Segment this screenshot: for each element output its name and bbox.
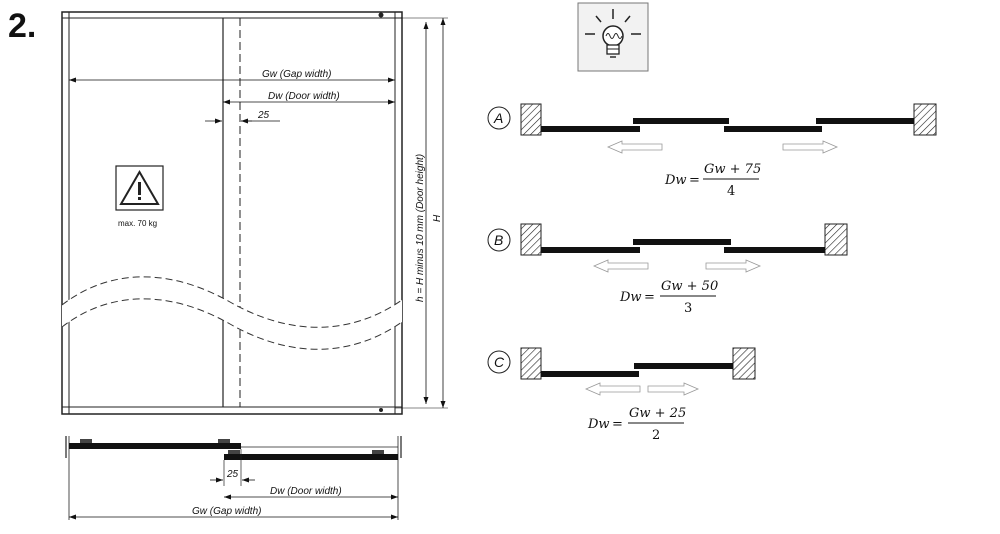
- screw-icon: [378, 12, 384, 18]
- arrow-right-icon: [647, 382, 700, 396]
- config-b-denominator: 3: [684, 301, 692, 316]
- wall-right-icon: [824, 223, 848, 256]
- config-a-lhs: Dw: [664, 173, 687, 188]
- wall-right-icon: [913, 103, 937, 136]
- config-c-letter: C: [494, 354, 505, 370]
- arrow-left-icon: [592, 259, 649, 273]
- arrow-right-icon: [782, 140, 839, 154]
- config-c-marker: [487, 350, 511, 374]
- door-width-label: Dw (Door width): [268, 91, 340, 102]
- height-label: H: [432, 214, 443, 222]
- config-c: C Dw = Gw + 25 2: [487, 347, 756, 443]
- svg-text:=: =: [644, 290, 655, 305]
- config-c-lhs: Dw: [587, 417, 610, 432]
- door-panel-rear: [69, 443, 241, 449]
- wall-right-icon: [732, 347, 756, 380]
- door-panel-front: [224, 454, 398, 460]
- config-a-numerator: Gw + 75: [704, 162, 761, 177]
- wall-left-icon: [520, 347, 542, 380]
- weight-limit: max. 70 kg: [118, 219, 157, 228]
- config-c-denominator: 2: [652, 428, 660, 443]
- warning-triangle-icon: [115, 165, 164, 211]
- config-a: A Dw = Gw + 75 4: [487, 103, 937, 199]
- config-a-marker: [487, 106, 511, 130]
- front-view: Gw (Gap width) Dw (Door width) 25 H h = …: [61, 11, 448, 415]
- config-b-numerator: Gw + 50: [661, 279, 718, 294]
- config-b-lhs: Dw: [619, 290, 642, 305]
- arrow-left-icon: [584, 382, 641, 396]
- svg-text:=: =: [689, 173, 700, 188]
- config-a-letter: A: [493, 110, 503, 126]
- svg-text:=: =: [612, 417, 623, 432]
- wall-left-icon: [520, 103, 542, 136]
- break-line-top: [61, 276, 403, 328]
- arrow-right-icon: [705, 259, 762, 273]
- wall-left-icon: [520, 223, 542, 256]
- config-b: B Dw = Gw + 50 3: [487, 223, 848, 316]
- overlap-label: 25: [257, 110, 270, 121]
- top-gap-width-label: Gw (Gap width): [192, 506, 261, 517]
- config-c-numerator: Gw + 25: [629, 406, 686, 421]
- arrow-left-icon: [606, 140, 663, 154]
- door-height-label: h = H minus 10 mm (Door height): [415, 154, 426, 302]
- top-door-width-label: Dw (Door width): [270, 486, 342, 497]
- gap-width-label: Gw (Gap width): [262, 69, 331, 80]
- config-b-marker: [487, 228, 511, 252]
- config-b-letter: B: [494, 232, 503, 248]
- step-number: 2.: [8, 7, 36, 45]
- config-a-denominator: 4: [727, 184, 735, 199]
- lightbulb-idea-icon: [577, 2, 649, 72]
- door-frame: [61, 11, 403, 415]
- top-overlap-label: 25: [226, 469, 239, 480]
- top-view: 25 Dw (Door width) Gw (Gap width): [65, 436, 402, 520]
- break-line-bottom: [61, 298, 403, 350]
